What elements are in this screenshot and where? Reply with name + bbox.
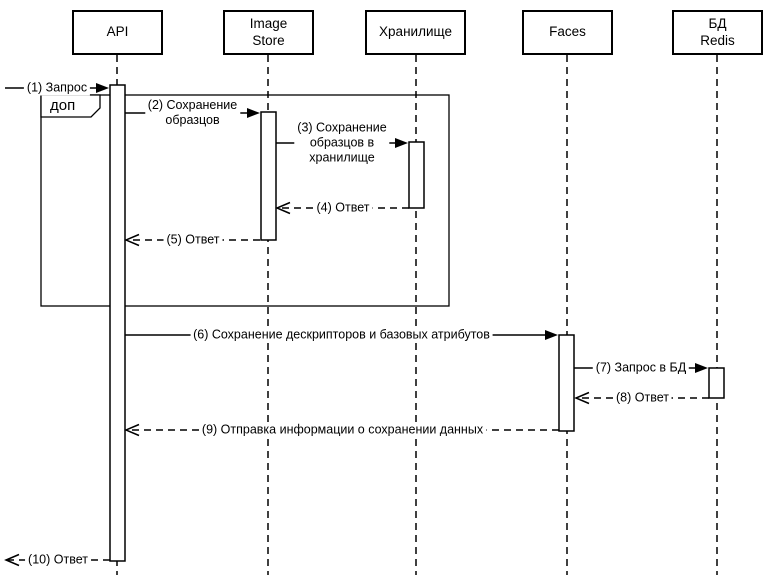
message-arrowhead-7 — [695, 363, 708, 373]
message-arrowhead-4 — [275, 201, 291, 215]
message-label-10: (10) Ответ — [25, 552, 91, 568]
lifeline-header-db-redis: БД Redis — [672, 10, 763, 55]
fragment-tab — [40, 94, 101, 118]
message-label-6: (6) Сохранение дескрипторов и базовых ат… — [190, 327, 493, 343]
lifeline-header-storage: Хранилище — [365, 10, 466, 55]
lifeline-header-faces: Faces — [522, 10, 613, 55]
message-label-9: (9) Отправка информации о сохранении дан… — [198, 422, 487, 438]
activation-storage — [408, 141, 425, 209]
message-arrowhead-10 — [4, 553, 20, 567]
message-label-5: (5) Ответ — [163, 232, 223, 248]
activation-faces — [558, 334, 575, 432]
message-arrowhead-1 — [96, 83, 109, 93]
message-label-4: (4) Ответ — [313, 200, 373, 216]
message-label-1: (1) Запрос — [23, 80, 91, 96]
message-arrowhead-3 — [395, 138, 408, 148]
fragment-operator-label: доп — [50, 96, 76, 114]
activation-image-store — [260, 111, 277, 241]
activation-db-redis — [708, 367, 725, 399]
message-arrowhead-2 — [247, 108, 260, 118]
message-arrowhead-6 — [545, 330, 558, 340]
message-label-7: (7) Запрос в БД — [592, 360, 690, 376]
message-arrowhead-5 — [124, 233, 140, 247]
message-label-8: (8) Ответ — [613, 390, 672, 406]
message-label-2: (2) Сохранение образцов — [144, 98, 241, 128]
message-arrowhead-8 — [574, 391, 590, 405]
activation-api — [109, 84, 126, 562]
fragment-frame — [40, 94, 450, 307]
lifeline-header-api: API — [72, 10, 163, 55]
message-label-3: (3) Сохранение образцов в хранилище — [294, 120, 390, 166]
lifeline-header-image-store: Image Store — [223, 10, 314, 55]
message-arrowhead-9 — [124, 423, 140, 437]
